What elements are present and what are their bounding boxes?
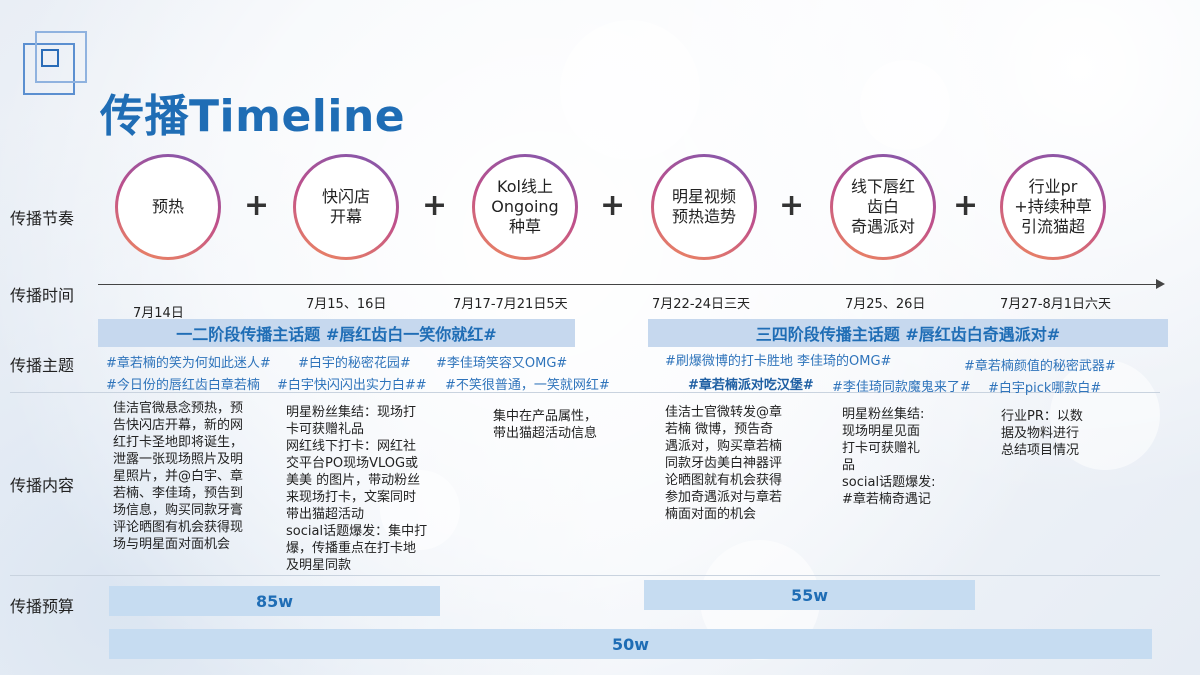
corner-frame-icon [23, 31, 87, 95]
plus-icon: + [600, 188, 626, 223]
budget-bar-phase12: 85w [109, 586, 440, 616]
plus-icon: + [953, 188, 979, 223]
phase-label: 快闪店 开幕 [296, 157, 396, 257]
plus-icon: + [779, 188, 805, 223]
phase-label: 明星视频 预热造势 [654, 157, 754, 257]
content-block: 明星粉丝集结：现场打 卡可获赠礼品 网红线下打卡：网红社 交平台PO现场VLOG… [286, 405, 428, 573]
row-label-theme: 传播主题 [10, 356, 75, 375]
bokeh-decoration [1050, 360, 1160, 470]
row-label-content: 传播内容 [10, 476, 75, 495]
budget-bar-phase34: 55w [644, 580, 975, 610]
phase-circle: 线下唇红 齿白 奇遇派对 [830, 154, 936, 260]
divider [10, 575, 1160, 576]
bokeh-decoration [380, 470, 460, 550]
row-label-rhythm: 传播节奏 [10, 209, 75, 228]
content-block: 明星粉丝集结: 现场明星见面 打卡可获赠礼 品 social话题爆发: #章若楠… [842, 407, 936, 507]
divider [10, 392, 1160, 393]
theme-bar-phase34: 三四阶段传播主话题 #唇红齿白奇遇派对# [648, 319, 1168, 347]
phase-circle: 快闪店 开幕 [293, 154, 399, 260]
date-label: 7月25、26日 [845, 297, 926, 312]
page-title: 传播Timeline [100, 91, 406, 142]
topic-tag: #章若楠派对吃汉堡# [688, 378, 814, 393]
plus-icon: + [244, 188, 270, 223]
phase-label: 行业pr +持续种草 引流猫超 [1003, 157, 1103, 257]
topic-tag: #章若楠的笑为何如此迷人# [106, 356, 271, 371]
topic-tag: #李佳琦同款魔鬼来了# [832, 380, 971, 395]
topic-tag: #不笑很普通，一笑就网红# [445, 378, 610, 393]
row-label-budget: 传播预算 [10, 597, 75, 616]
topic-tag: #李佳琦笑容又OMG# [436, 356, 568, 371]
phase-label: Kol线上 Ongoing 种草 [475, 157, 575, 257]
phase-circle: 预热 [115, 154, 221, 260]
time-axis [98, 284, 1158, 285]
topic-tag: #章若楠颜值的秘密武器# [964, 359, 1116, 374]
topic-tag: #白宇pick哪款白# [988, 381, 1102, 396]
topic-tag: #今日份的唇红齿白章若楠 [106, 378, 260, 393]
phase-label: 线下唇红 齿白 奇遇派对 [833, 157, 933, 257]
phase-circle: Kol线上 Ongoing 种草 [472, 154, 578, 260]
phase-circle: 明星视频 预热造势 [651, 154, 757, 260]
content-block: 佳洁士官微转发@章 若楠 微博，预告奇 遇派对，购买章若楠 同款牙齿美白神器评 … [665, 405, 783, 522]
bokeh-decoration [560, 20, 700, 160]
topic-tag: #刷爆微博的打卡胜地 李佳琦的OMG# [665, 354, 892, 369]
budget-bar-overall: 50w [109, 629, 1152, 659]
phase-circle: 行业pr +持续种草 引流猫超 [1000, 154, 1106, 260]
content-block: 集中在产品属性， 带出猫超活动信息 [493, 409, 598, 441]
theme-bar-phase12: 一二阶段传播主话题 #唇红齿白一笑你就红# [98, 319, 575, 347]
row-label-time: 传播时间 [10, 286, 75, 305]
content-block: 行业PR：以数 据及物料进行 总结项目情况 [1001, 409, 1083, 458]
bokeh-decoration [860, 60, 950, 150]
topic-tag: #白宇快闪闪出实力白## [277, 378, 427, 393]
axis-arrow-icon [1156, 279, 1165, 289]
content-block: 佳洁官微悬念预热，预 告快闪店开幕，新的网 红打卡圣地即将诞生， 泄露一张现场照… [113, 401, 244, 552]
date-label: 7月15、16日 [306, 297, 387, 312]
date-label: 7月14日 [133, 306, 184, 321]
phase-label: 预热 [118, 157, 218, 257]
date-label: 7月22-24日三天 [652, 297, 751, 312]
date-label: 7月27-8月1日六天 [1000, 297, 1112, 312]
topic-tag: #白宇的秘密花园# [298, 356, 411, 371]
plus-icon: + [422, 188, 448, 223]
date-label: 7月17-7月21日5天 [453, 297, 568, 312]
